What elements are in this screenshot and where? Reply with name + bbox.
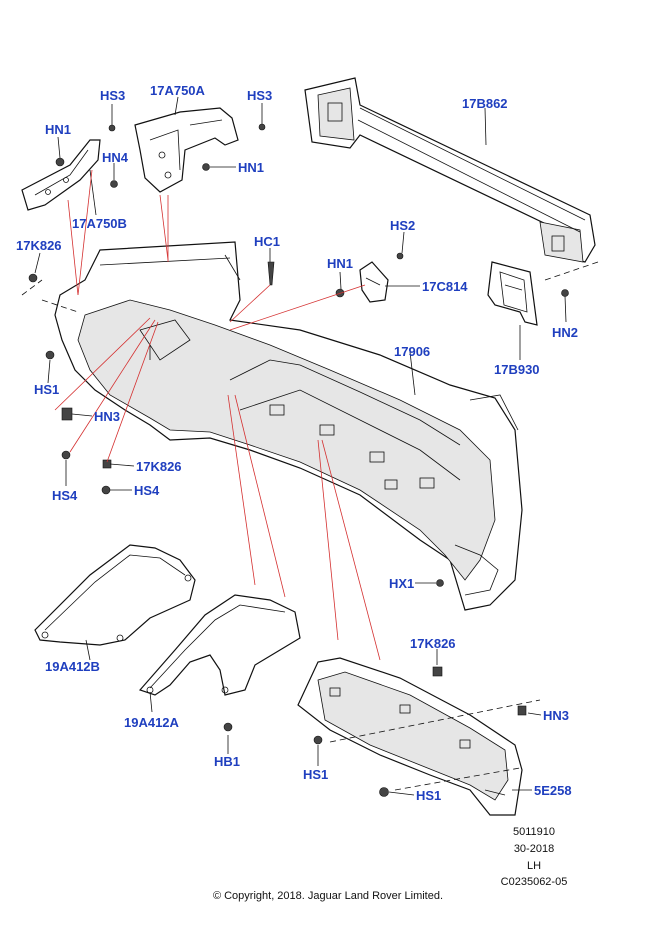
label-hn1-17c814: HN1	[327, 256, 353, 271]
reference-lines	[54, 169, 381, 661]
label-19a412a: 19A412A	[124, 715, 180, 730]
label-hs3-left: HS3	[100, 88, 125, 103]
label-17a750a: 17A750A	[150, 83, 206, 98]
label-hs4-b: HS4	[134, 483, 160, 498]
label-17a750b: 17A750B	[72, 216, 127, 231]
label-17k826-mid: 17K826	[136, 459, 182, 474]
bumper-cover-17906	[54, 241, 523, 611]
bumper-beam-17b862	[304, 77, 596, 263]
valance-5e258	[297, 657, 523, 816]
label-17k826-low: 17K826	[410, 636, 456, 651]
label-17b930: 17B930	[494, 362, 540, 377]
label-17k826-left: 17K826	[16, 238, 62, 253]
label-hn4: HN4	[102, 150, 129, 165]
label-hs3-right: HS3	[247, 88, 272, 103]
label-hs1-low2: HS1	[416, 788, 441, 803]
callout-labels: HS3 17A750A HS3 17B862 HN1 HN4 HN1 17A75…	[16, 83, 578, 803]
trim-panel-19a412b	[34, 544, 196, 646]
drawing-date: 30-2018	[513, 843, 555, 855]
label-19a412b: 19A412B	[45, 659, 100, 674]
label-hs2: HS2	[390, 218, 415, 233]
bracket-17c814	[359, 261, 389, 303]
label-17906: 17906	[394, 344, 430, 359]
label-hs1-left: HS1	[34, 382, 59, 397]
copyright-notice: © Copyright, 2018. Jaguar Land Rover Lim…	[212, 890, 444, 902]
label-5e258: 5E258	[534, 783, 572, 798]
label-hn3-right: HN3	[543, 708, 569, 723]
fasteners	[28, 123, 569, 797]
bracket-17b930	[487, 261, 538, 326]
drawing-ref: C0235062-05	[500, 876, 568, 888]
drawing-side: LH	[526, 860, 542, 872]
bracket-17a750b	[21, 139, 101, 211]
label-hs1-low: HS1	[303, 767, 328, 782]
label-hx1: HX1	[389, 576, 414, 591]
label-17c814: 17C814	[422, 279, 468, 294]
label-hc1: HC1	[254, 234, 280, 249]
label-hn2: HN2	[552, 325, 578, 340]
label-hn1-mid: HN1	[238, 160, 264, 175]
dashed-axes	[21, 261, 599, 791]
label-hn1-top: HN1	[45, 122, 71, 137]
bracket-17a750a	[134, 107, 239, 193]
label-17b862: 17B862	[462, 96, 508, 111]
label-hn3-left: HN3	[94, 409, 120, 424]
label-hs4-a: HS4	[52, 488, 78, 503]
label-hb1: HB1	[214, 754, 240, 769]
drawing-number: 5011910	[512, 826, 555, 838]
